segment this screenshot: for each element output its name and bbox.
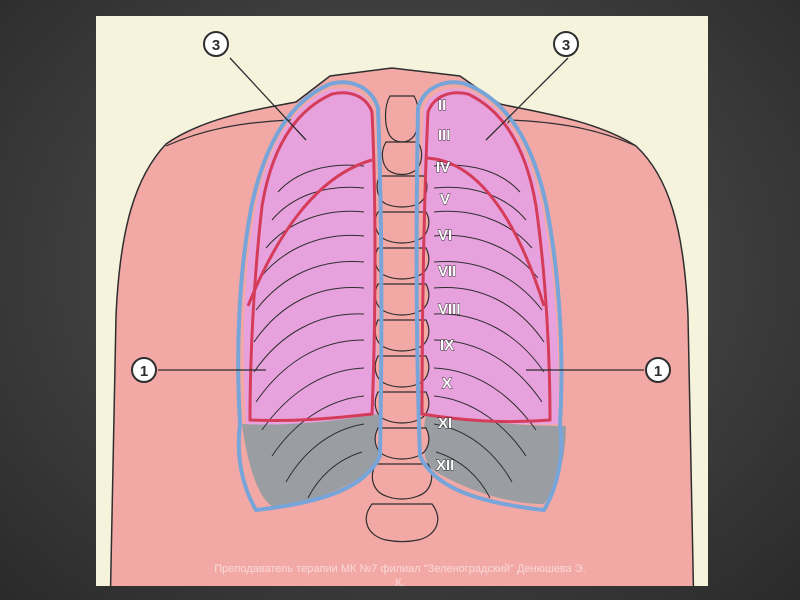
vertebra-label: VII [438, 263, 456, 280]
right-lung-outline [414, 80, 564, 513]
callout-upper-right-label: 3 [562, 37, 570, 54]
vertebra-labels: II III IV V VI VII VIII IX X XI XII [436, 97, 461, 475]
leader-line-upper-right [485, 57, 569, 141]
right-oblique-fissure [425, 156, 546, 307]
vertebra-label: IX [440, 337, 454, 354]
slide-footer-credit: Преподаватель терапии МК №7 филиал "Зеле… [160, 562, 640, 590]
callout-middle-right: 1 [645, 357, 671, 383]
left-lung-outline [236, 80, 384, 513]
vertebra-label: XI [438, 415, 452, 432]
left-lower-lung-zone [242, 414, 381, 506]
vertebra-label: XII [436, 457, 454, 474]
leader-line-upper-left [229, 57, 307, 141]
vertebra-label: II [438, 97, 446, 114]
vertebra-label: VI [438, 227, 452, 244]
footer-line-2: К. [395, 577, 405, 589]
callout-upper-left: 3 [203, 31, 229, 57]
left-oblique-fissure [246, 158, 373, 307]
lung-back-projection-diagram: 3 3 1 1 II III IV V VI VII VIII IX X XI … [109, 31, 695, 586]
callout-middle-left: 1 [131, 357, 157, 383]
right-lower-lung-zone [423, 414, 566, 504]
vertebra-label: VIII [438, 301, 461, 318]
callout-middle-right-label: 1 [654, 363, 662, 380]
callout-upper-right: 3 [553, 31, 579, 57]
callout-middle-left-label: 1 [140, 363, 148, 380]
right-ribs [433, 164, 545, 499]
vertebra-label: V [440, 191, 450, 208]
right-upper-boundary-line [420, 91, 552, 424]
right-upper-lung-zone [419, 88, 559, 425]
callout-upper-left-label: 3 [212, 37, 220, 54]
left-ribs [253, 164, 365, 499]
vertebra-label: IV [436, 159, 450, 176]
vertebra-label: X [442, 375, 452, 392]
left-upper-boundary-line [248, 91, 377, 423]
diagram-frame: 3 3 1 1 II III IV V VI VII VIII IX X XI … [96, 16, 708, 586]
footer-line-1: Преподаватель терапии МК №7 филиал "Зеле… [214, 563, 586, 575]
vertebra-label: III [438, 127, 451, 144]
